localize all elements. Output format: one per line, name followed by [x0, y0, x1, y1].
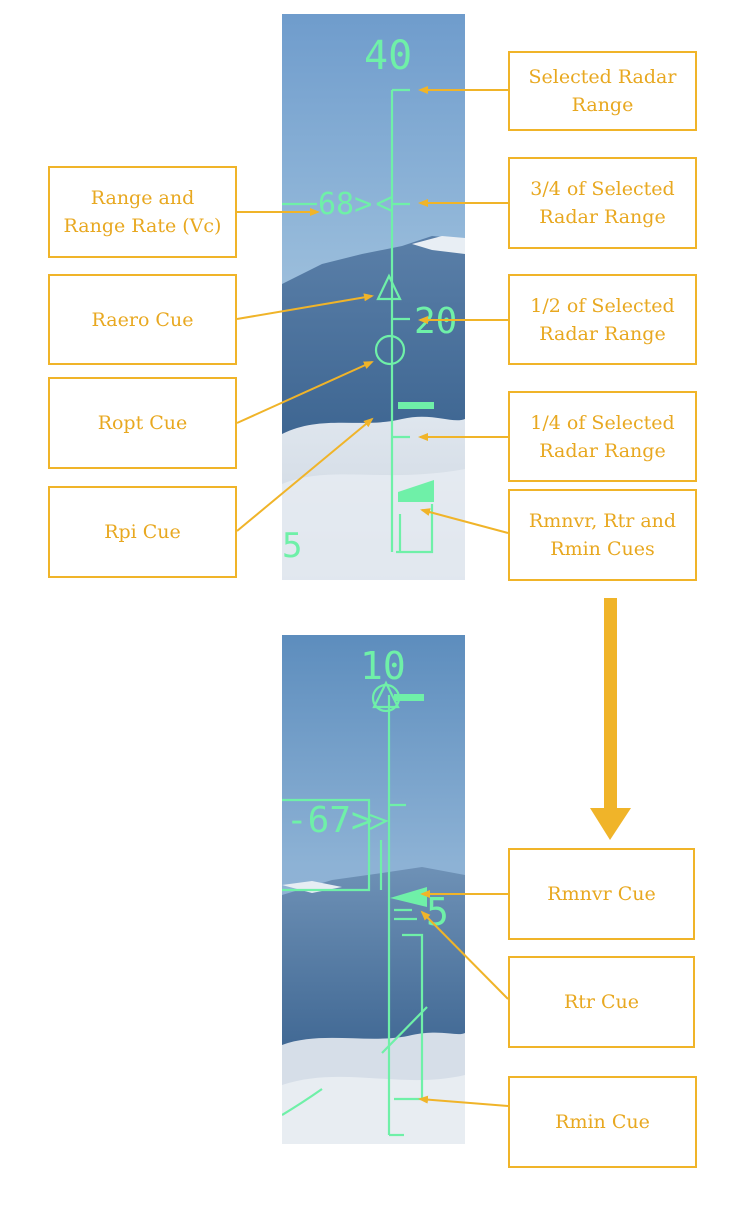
- label-half-range: 1/2 of Selected Radar Range: [508, 274, 697, 365]
- rmin-bracket: [396, 504, 434, 554]
- steering-line: [381, 1006, 428, 1054]
- raero-cue: [376, 273, 402, 301]
- half-range-value: 20: [414, 301, 458, 342]
- label-rmnvr-rtr-rmin: Rmnvr, Rtr and Rmin Cues: [508, 489, 697, 581]
- transition-arrow-shaft: [604, 598, 617, 810]
- hud-symbology-bottom: [282, 680, 428, 1137]
- range-scale-top-value: 40: [364, 33, 413, 79]
- label-range-and-rate: Range and Range Rate (Vc): [48, 166, 237, 258]
- transition-arrow-head: [590, 808, 631, 840]
- label-three-quarter-range: 3/4 of Selected Radar Range: [508, 157, 697, 249]
- rpi-cue-bar: [398, 402, 434, 409]
- ropt-cue: [374, 334, 406, 366]
- label-rmin-cue: Rmin Cue: [508, 1076, 697, 1168]
- scale-mark-value: 5: [426, 890, 449, 934]
- label-raero-cue: Raero Cue: [48, 274, 237, 365]
- label-rmnvr-cue: Rmnvr Cue: [508, 848, 695, 940]
- label-rtr-cue: Rtr Cue: [508, 956, 695, 1048]
- rpi-cue-bar: [394, 694, 424, 701]
- hud-symbology-top: [282, 88, 434, 554]
- label-rpi-cue: Rpi Cue: [48, 486, 237, 578]
- range-readout-box: [282, 798, 371, 892]
- hud-panel-bottom: 10 -67> 5: [282, 635, 465, 1144]
- label-quarter-range: 1/4 of Selected Radar Range: [508, 391, 697, 482]
- rmin-bracket: [394, 933, 424, 1101]
- hud-panel-top: 40 68> 20 5: [282, 14, 465, 580]
- label-ropt-cue: Ropt Cue: [48, 377, 237, 469]
- raero-cue: [372, 680, 400, 709]
- range-readout: 68>: [318, 187, 373, 222]
- range-scale-top-value: 10: [360, 644, 406, 688]
- range-readout: -67>: [286, 800, 373, 841]
- horizon-arc: [282, 1088, 323, 1116]
- bottom-scale-value: 5: [282, 526, 303, 566]
- rtr-bracket: [394, 908, 417, 921]
- range-caret: [369, 813, 389, 830]
- range-caret: [376, 196, 393, 212]
- label-selected-radar-range: Selected Radar Range: [508, 51, 697, 131]
- rmnvr-cue: [390, 887, 427, 907]
- rmnvr-cue: [398, 480, 434, 502]
